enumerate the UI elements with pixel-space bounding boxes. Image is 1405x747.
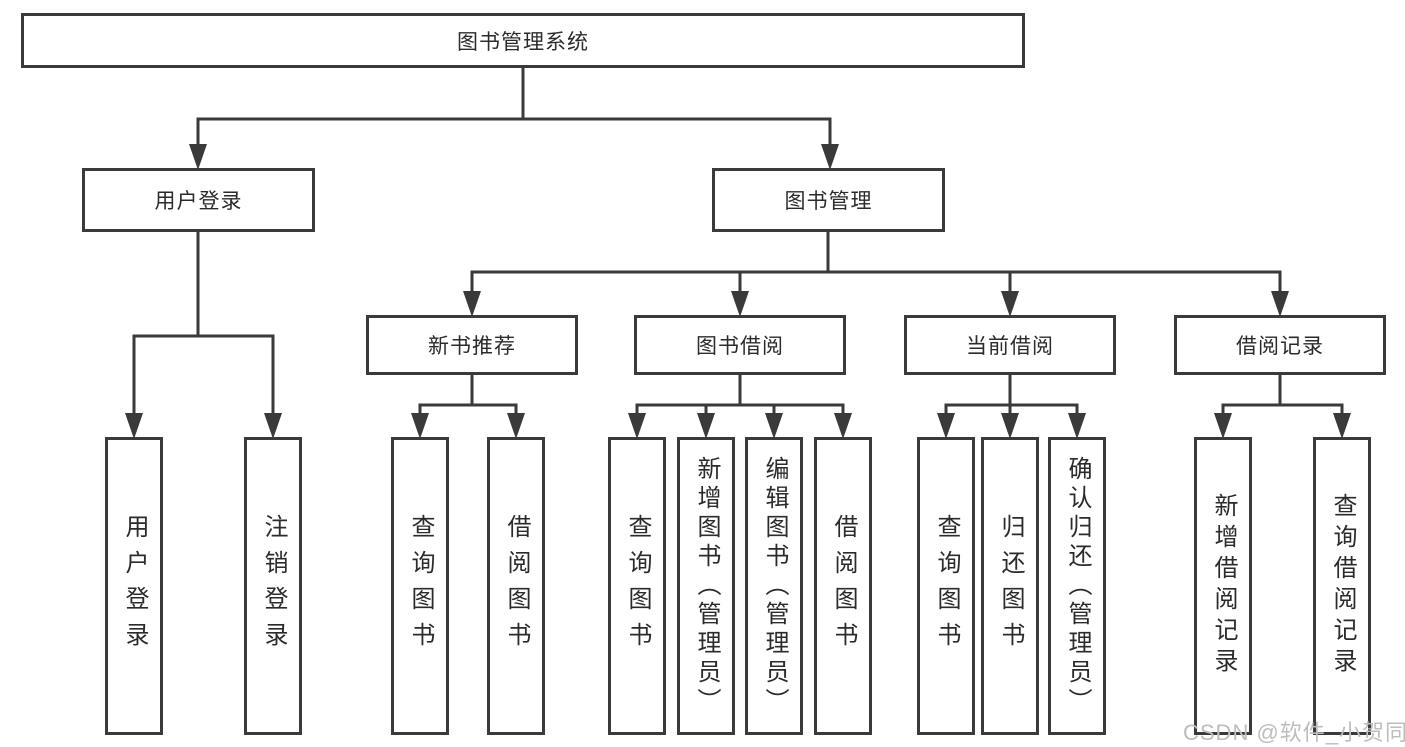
node-current-return-books: 归还图书 bbox=[981, 437, 1039, 735]
node-current-borrowing: 当前借阅 bbox=[904, 315, 1116, 375]
node-label: 查询借阅记录 bbox=[1329, 493, 1356, 679]
node-label: 用户登录 bbox=[154, 190, 243, 213]
node-label: 图书借阅 bbox=[696, 335, 784, 358]
node-current-query-books: 查询图书 bbox=[917, 437, 975, 735]
node-label: 借阅图书 bbox=[503, 514, 530, 658]
node-label: 新增图书（管理员） bbox=[693, 455, 720, 717]
node-label: 借阅图书 bbox=[830, 514, 857, 658]
node-records-query-record: 查询借阅记录 bbox=[1313, 437, 1371, 735]
node-newbook-query-books: 查询图书 bbox=[391, 437, 449, 735]
node-borrowing-records: 借阅记录 bbox=[1174, 315, 1386, 375]
node-records-add-record: 新增借阅记录 bbox=[1194, 437, 1252, 735]
connector-spines bbox=[132, 66, 1344, 417]
node-label: 确认归还（管理员） bbox=[1064, 455, 1091, 717]
node-label: 图书管理 bbox=[784, 190, 873, 213]
node-user-login-group: 用户登录 bbox=[82, 168, 315, 232]
arrowheads bbox=[125, 144, 1351, 439]
node-book-management: 图书管理 bbox=[712, 168, 945, 232]
csdn-watermark: CSDN @软件_小贺同学 bbox=[1183, 720, 1405, 745]
node-library-management-system: 图书管理系统 bbox=[21, 13, 1025, 68]
node-label: 用户登录 bbox=[121, 514, 148, 658]
node-label: 新增借阅记录 bbox=[1210, 493, 1237, 679]
node-borrow-query-books: 查询图书 bbox=[608, 437, 666, 735]
node-label: 查询图书 bbox=[407, 514, 434, 658]
node-label: 归还图书 bbox=[997, 514, 1024, 658]
node-label: 借阅记录 bbox=[1236, 335, 1324, 358]
node-label: 查询图书 bbox=[933, 514, 960, 658]
node-label: 图书管理系统 bbox=[457, 30, 589, 54]
node-borrow-borrow-books: 借阅图书 bbox=[814, 437, 872, 735]
node-current-confirm-return-admin: 确认归还（管理员） bbox=[1048, 437, 1106, 735]
node-logout: 注销登录 bbox=[244, 437, 302, 735]
node-label: 注销登录 bbox=[260, 514, 287, 658]
node-label: 新书推荐 bbox=[428, 335, 516, 358]
node-borrow-edit-books-admin: 编辑图书（管理员） bbox=[745, 437, 803, 735]
node-new-book-recommend: 新书推荐 bbox=[366, 315, 578, 375]
node-borrow-add-books-admin: 新增图书（管理员） bbox=[677, 437, 735, 735]
node-label: 当前借阅 bbox=[966, 335, 1054, 358]
node-user-login: 用户登录 bbox=[105, 437, 163, 735]
node-label: 编辑图书（管理员） bbox=[761, 455, 788, 717]
node-book-borrowing: 图书借阅 bbox=[634, 315, 846, 375]
node-newbook-borrow-books: 借阅图书 bbox=[487, 437, 545, 735]
node-label: 查询图书 bbox=[624, 514, 651, 658]
